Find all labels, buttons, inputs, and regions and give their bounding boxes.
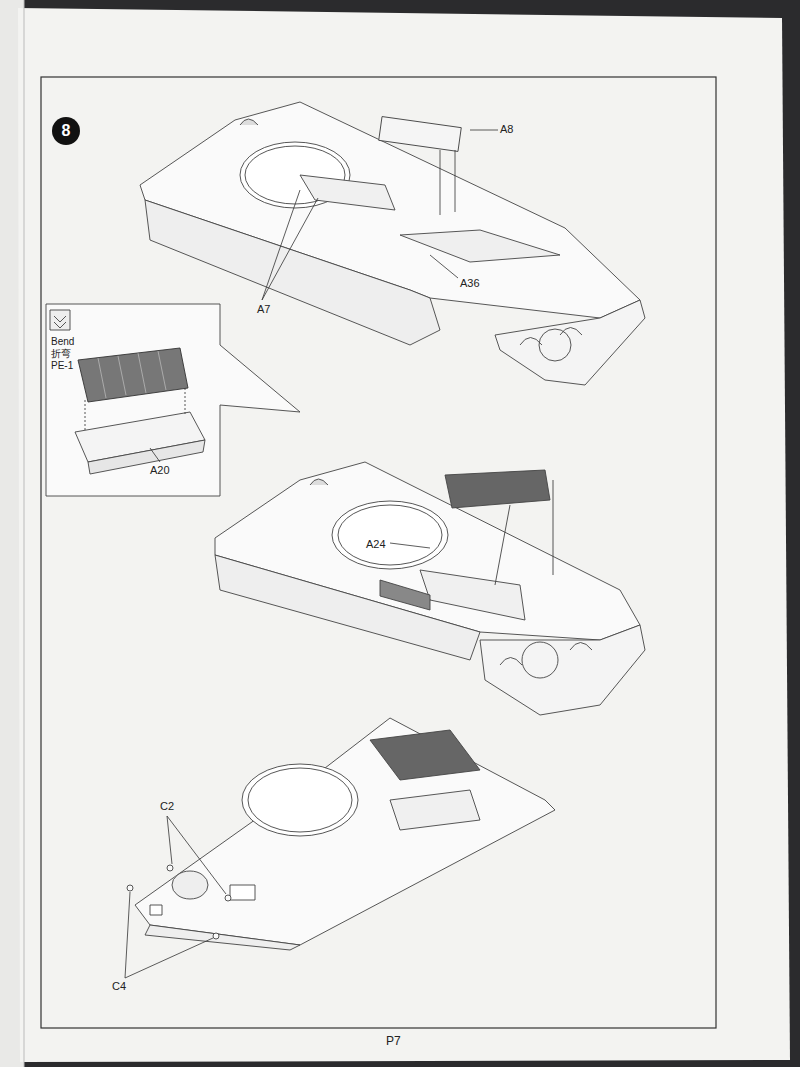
part-label: A8	[500, 123, 513, 135]
step-number-text: 8	[62, 123, 71, 139]
part-label: P7	[386, 1035, 401, 1048]
part-label: 折弯	[51, 348, 71, 359]
part-label: Bend	[51, 336, 74, 347]
part-label: A24	[366, 538, 386, 550]
part-label: PE-1	[51, 360, 73, 371]
step-number: 8	[52, 117, 80, 145]
part-label: C2	[160, 800, 174, 812]
part-label: A36	[460, 277, 480, 289]
part-label: C4	[112, 980, 126, 992]
part-label: A20	[150, 464, 170, 476]
part-label: A7	[257, 303, 270, 315]
